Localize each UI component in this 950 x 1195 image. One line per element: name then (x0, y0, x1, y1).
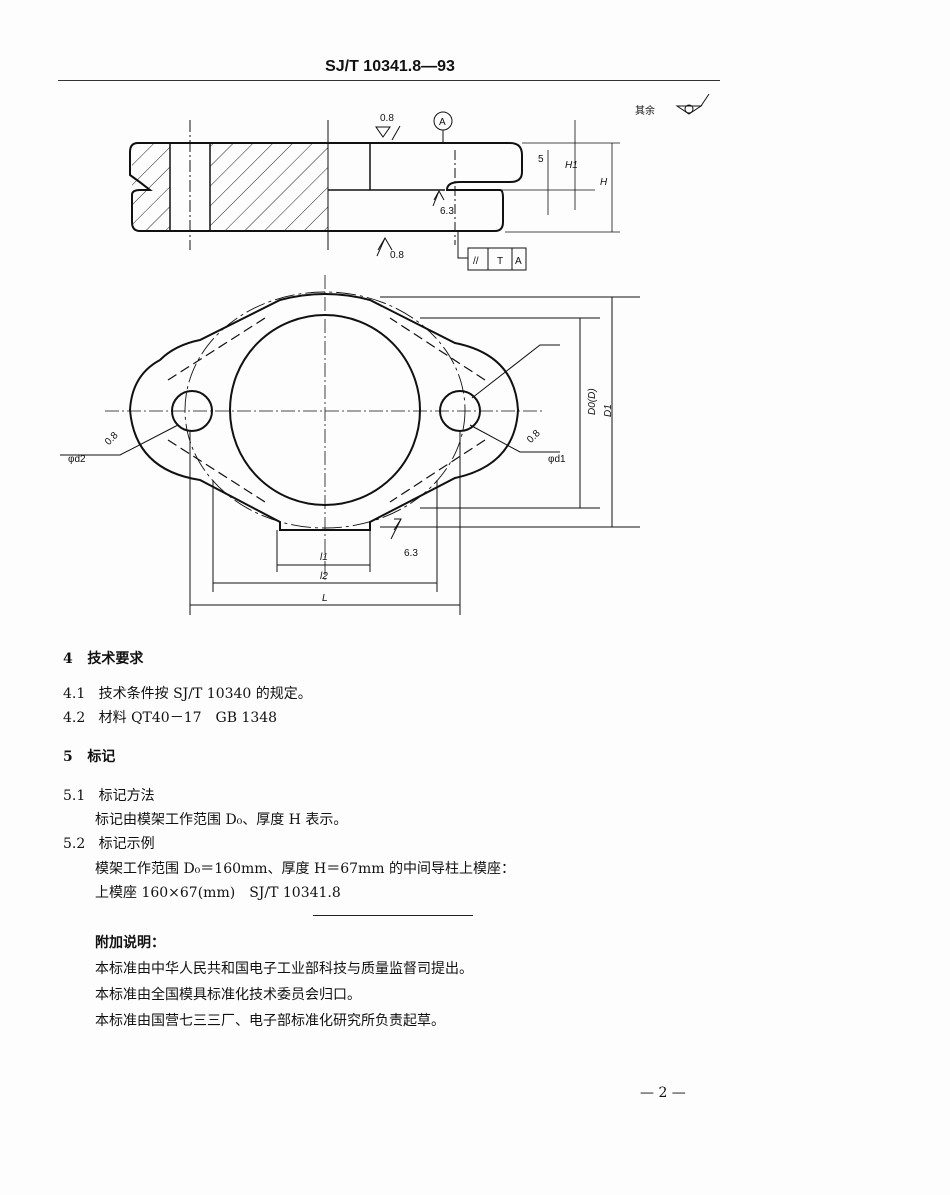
section-view (129, 93, 710, 271)
roughness-bottom-label: 0.8 (390, 250, 404, 261)
section-5-2-example: 上模座 160×67(mm) SJ/T 10341.8 (95, 885, 341, 901)
dim-5-label: 5 (538, 154, 544, 165)
roughness-top-label: 0.8 (380, 113, 394, 124)
roughness-step-label: 6.3 (440, 206, 454, 217)
document-code-header: SJ/T 10341.8—93 (325, 58, 455, 75)
separator-line (313, 915, 473, 916)
section-5-1-text: 标记由模架工作范围 D₀、厚度 H 表示。 (95, 812, 348, 828)
roughness-right-hole-label: 0.8 (525, 428, 543, 446)
tolerance-symbol: // (473, 256, 479, 267)
tolerance-datum: A (515, 256, 522, 267)
flange-outline (128, 293, 520, 531)
datum-a-label: A (439, 117, 446, 128)
phi-d1-label: φd1 (548, 454, 566, 465)
header-rule (58, 80, 720, 81)
section-4-1: 4.1 技术条件按 SJ/T 10340 的规定。 (63, 686, 312, 702)
tolerance-value: T (497, 256, 503, 267)
roughness-other-label: 其余 (635, 104, 655, 117)
phi-d2-label: φd2 (68, 454, 86, 465)
section-5-2: 5.2 标记示例 (63, 836, 155, 852)
dim-d0-label: D0(D) (587, 388, 598, 415)
hatch-left (132, 144, 170, 230)
plan-view (60, 275, 640, 615)
appendix-line: 本标准由国营七三三厂、电子部标准化研究所负责起草。 (95, 1013, 445, 1029)
hatch-center (210, 144, 328, 230)
dim-h1-label: H1 (565, 160, 578, 171)
roughness-boss-label: 6.3 (404, 548, 418, 559)
section-outline (129, 142, 523, 232)
appendix-line: 本标准由中华人民共和国电子工业部科技与质量监督司提出。 (95, 961, 473, 977)
section-4-2: 4.2 材料 QT40－17 GB 1348 (63, 710, 278, 726)
dim-l1-label: l1 (320, 552, 328, 563)
section-5-2-text: 模架工作范围 D₀＝160mm、厚度 H＝67mm 的中间导柱上模座： (95, 861, 516, 877)
roughness-left-hole-label: 0.8 (103, 430, 121, 448)
dim-L-label: L (322, 593, 328, 604)
technical-drawing: 0.8 A 0.8 6.3 5 H1 H // T A 其余 (60, 93, 710, 615)
section-5-heading: 5 标记 (63, 749, 116, 765)
dim-h-label: H (600, 177, 608, 188)
dim-l2-label: l2 (320, 571, 328, 582)
dim-d1-label: D1 (603, 404, 614, 417)
section-5-1: 5.1 标记方法 (63, 788, 155, 804)
section-4-heading: 4 技术要求 (63, 651, 144, 667)
appendix-title: 附加说明： (95, 935, 165, 951)
page-number: — 2 — (640, 1085, 686, 1101)
appendix-line: 本标准由全国模具标准化技术委员会归口。 (95, 987, 361, 1003)
